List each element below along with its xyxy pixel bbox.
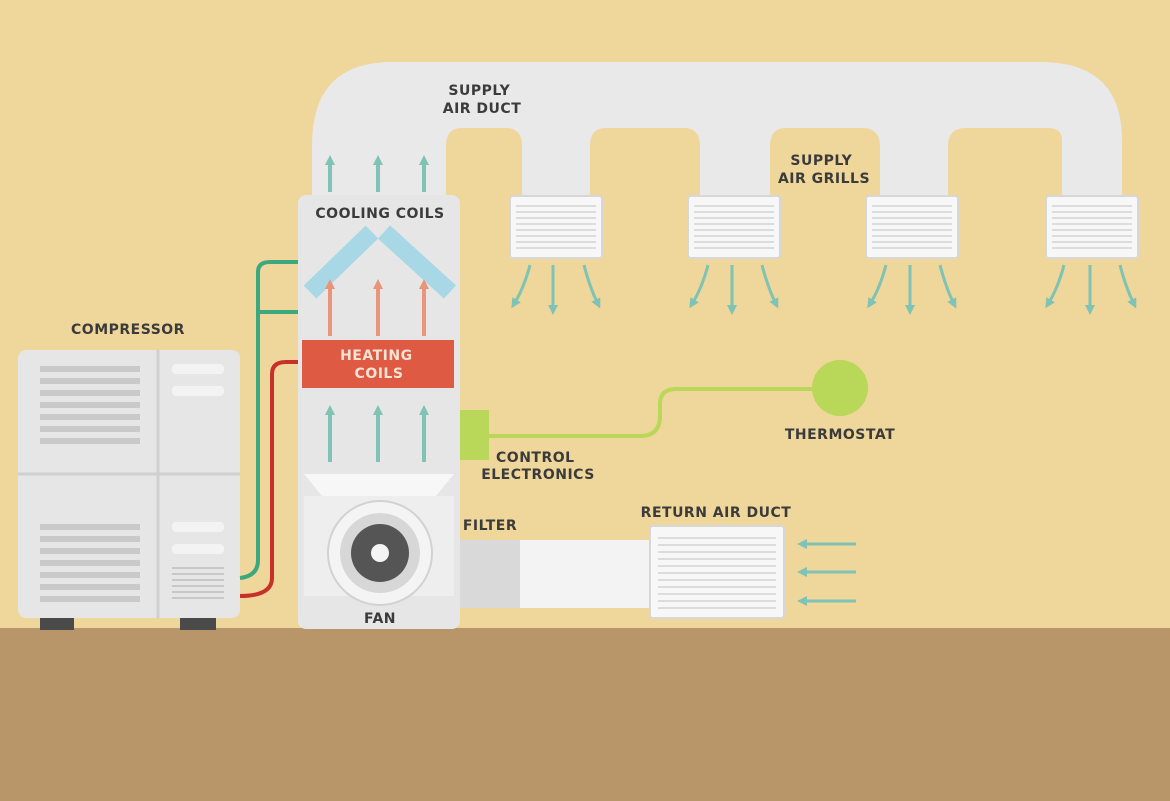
fan-icon: [304, 474, 454, 606]
heating-coils: [302, 340, 454, 388]
cooling-coils: [303, 225, 457, 299]
filter: [460, 540, 520, 608]
grill-icon: [865, 195, 959, 259]
grill-icon: [1045, 195, 1139, 259]
supply-air-grills-label: SUPPLY AIR GRILLS: [778, 153, 870, 187]
control-wire: [489, 387, 818, 438]
duct-airflow-arrows: [325, 155, 429, 192]
grill-icon: [687, 195, 781, 259]
control-box-icon: [460, 410, 489, 460]
fan-label: FAN: [364, 611, 396, 627]
grill-icon: [509, 195, 603, 259]
hot-refrigerant-line: [239, 360, 304, 598]
refrigerant-line: [239, 260, 322, 580]
return-air-duct: [520, 540, 652, 608]
thermostat-label: THERMOSTAT: [785, 427, 895, 443]
unit-airflow-arrows: [325, 405, 429, 462]
supply-air-duct: [312, 62, 1122, 198]
ground: [0, 628, 1170, 801]
compressor-label: COMPRESSOR: [71, 322, 185, 338]
cooling-coils-label: COOLING COILS: [315, 206, 444, 222]
return-air-duct-label: RETURN AIR DUCT: [641, 505, 792, 521]
filter-label: FILTER: [463, 518, 517, 534]
supply-airflow-arrows: [511, 264, 1137, 315]
supply-air-duct-label: SUPPLY AIR DUCT: [443, 83, 522, 117]
thermostat-icon: [812, 360, 868, 416]
return-airflow-arrows: [797, 539, 856, 606]
return-grill: [649, 525, 785, 619]
compressor-unit: [18, 350, 240, 630]
control-electronics-label: CONTROL ELECTRONICS: [481, 450, 595, 483]
heating-coils-label: HEATING COILS: [340, 348, 418, 382]
heat-arrows: [325, 279, 429, 336]
